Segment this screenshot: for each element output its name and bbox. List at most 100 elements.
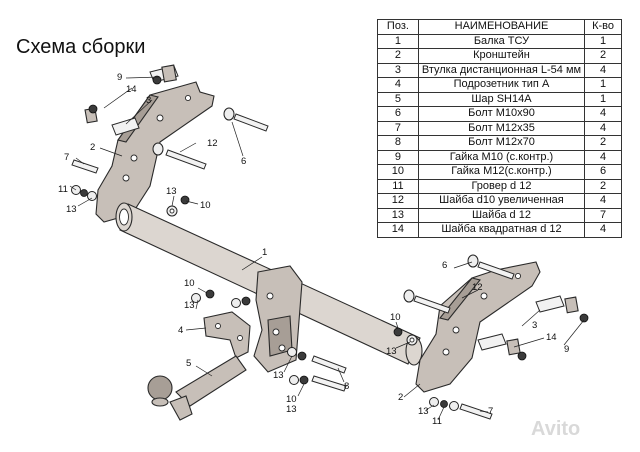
cell-pos: 3 xyxy=(377,62,419,78)
right-bracket xyxy=(415,261,541,393)
cell-qty: 4 xyxy=(584,62,622,78)
right-bolt-m12x35-set xyxy=(429,397,493,420)
table-header-row: Поз. НАИМЕНОВАНИЕ К-во xyxy=(377,19,622,35)
column-header-qty: К-во xyxy=(584,19,622,35)
callout-10-center: 10 xyxy=(286,394,297,405)
right-spacer-bushings xyxy=(477,295,565,351)
callout-10-bar-right: 10 xyxy=(390,312,401,323)
cell-name: Болт М12х70 xyxy=(417,135,586,151)
cell-pos: 12 xyxy=(377,193,419,209)
cell-pos: 1 xyxy=(377,33,419,49)
left-bolts-m10x90 xyxy=(152,107,269,170)
socket-plate xyxy=(203,311,251,359)
cell-name: Болт М12х35 xyxy=(417,120,586,136)
cell-qty: 1 xyxy=(584,77,622,93)
callout-2-right: 2 xyxy=(398,392,403,403)
cell-name: Втулка дистанционная L-54 мм xyxy=(417,62,586,78)
cell-name: Балка ТСУ xyxy=(417,33,586,49)
bar-left-nut-washer xyxy=(166,195,190,217)
callout-13-center-b: 13 xyxy=(286,404,297,415)
cell-name: Шар SH14A xyxy=(417,91,586,107)
callout-4-plate: 4 xyxy=(178,325,183,336)
left-nuts-m10 xyxy=(88,75,162,114)
cell-qty: 6 xyxy=(584,164,622,180)
bar-right-nut-washer xyxy=(393,327,418,346)
callout-8-center: 8 xyxy=(344,381,349,392)
callout-2-left: 2 xyxy=(90,142,95,153)
plate-nut-washers xyxy=(191,289,251,308)
cell-name: Шайба d10 увеличенная xyxy=(417,193,586,209)
callout-9-left: 9 xyxy=(117,72,122,83)
cell-name: Шайба d 12 xyxy=(417,207,586,223)
callout-13-plate: 13 xyxy=(184,300,195,311)
cell-qty: 4 xyxy=(584,120,622,136)
cell-qty: 1 xyxy=(584,33,622,49)
left-bolt-m12x35-set xyxy=(71,159,99,201)
callout-3-right: 3 xyxy=(532,320,537,331)
callout-7-left: 7 xyxy=(64,152,69,163)
cell-qty: 2 xyxy=(584,178,622,194)
callout-3-left: 3 xyxy=(146,95,151,106)
cell-qty: 4 xyxy=(584,222,622,238)
cell-pos: 9 xyxy=(377,149,419,165)
callout-13-left: 13 xyxy=(66,204,77,215)
cell-name: Болт М10х90 xyxy=(417,106,586,122)
callout-14-right: 14 xyxy=(546,332,557,343)
cell-name: Кронштейн xyxy=(417,48,586,64)
callout-6-right: 6 xyxy=(442,260,447,271)
avito-watermark: Avito xyxy=(531,418,581,440)
cell-qty: 4 xyxy=(584,193,622,209)
callout-13-bar-right: 13 xyxy=(386,346,397,357)
cell-pos: 6 xyxy=(377,106,419,122)
cell-name: Гайка М10 (с.контр.) xyxy=(417,149,586,165)
cell-pos: 14 xyxy=(377,222,419,238)
cell-pos: 8 xyxy=(377,135,419,151)
callout-13-right: 13 xyxy=(418,406,429,417)
callout-14-left: 14 xyxy=(126,84,137,95)
callout-11-left: 11 xyxy=(58,184,68,195)
cell-qty: 4 xyxy=(584,149,622,165)
callout-labels: 9 14 3 12 6 2 7 11 13 13 10 1 10 13 4 5 … xyxy=(58,72,569,427)
callout-11-right: 11 xyxy=(432,416,442,427)
callout-12-right: 12 xyxy=(472,282,483,293)
cell-pos: 10 xyxy=(377,164,419,180)
cell-pos: 11 xyxy=(377,178,419,194)
cell-qty: 7 xyxy=(584,207,622,223)
callout-6-left: 6 xyxy=(241,156,246,167)
callout-13-bar-left: 13 xyxy=(166,186,177,197)
cell-name: Подрозетник тип А xyxy=(417,77,586,93)
cell-qty: 4 xyxy=(584,106,622,122)
cell-pos: 7 xyxy=(377,120,419,136)
cell-name: Гровер d 12 xyxy=(417,178,586,194)
leader-lines xyxy=(69,76,585,421)
callout-7-right: 7 xyxy=(488,406,493,417)
cell-pos: 2 xyxy=(377,48,419,64)
cell-qty: 1 xyxy=(584,91,622,107)
callout-10-plate: 10 xyxy=(184,278,195,289)
right-square-washers-nuts xyxy=(506,296,589,361)
callout-1-beam: 1 xyxy=(262,247,267,258)
callout-10-bar-left: 10 xyxy=(200,200,211,211)
cell-qty: 2 xyxy=(584,135,622,151)
tow-bar-beam xyxy=(115,202,423,373)
page-title: Схема сборки xyxy=(16,36,146,58)
cell-pos: 5 xyxy=(377,91,419,107)
cell-name: Шайба квадратная d 12 xyxy=(417,222,586,238)
cell-pos: 13 xyxy=(377,207,419,223)
column-header-pos: Поз. xyxy=(377,19,419,35)
